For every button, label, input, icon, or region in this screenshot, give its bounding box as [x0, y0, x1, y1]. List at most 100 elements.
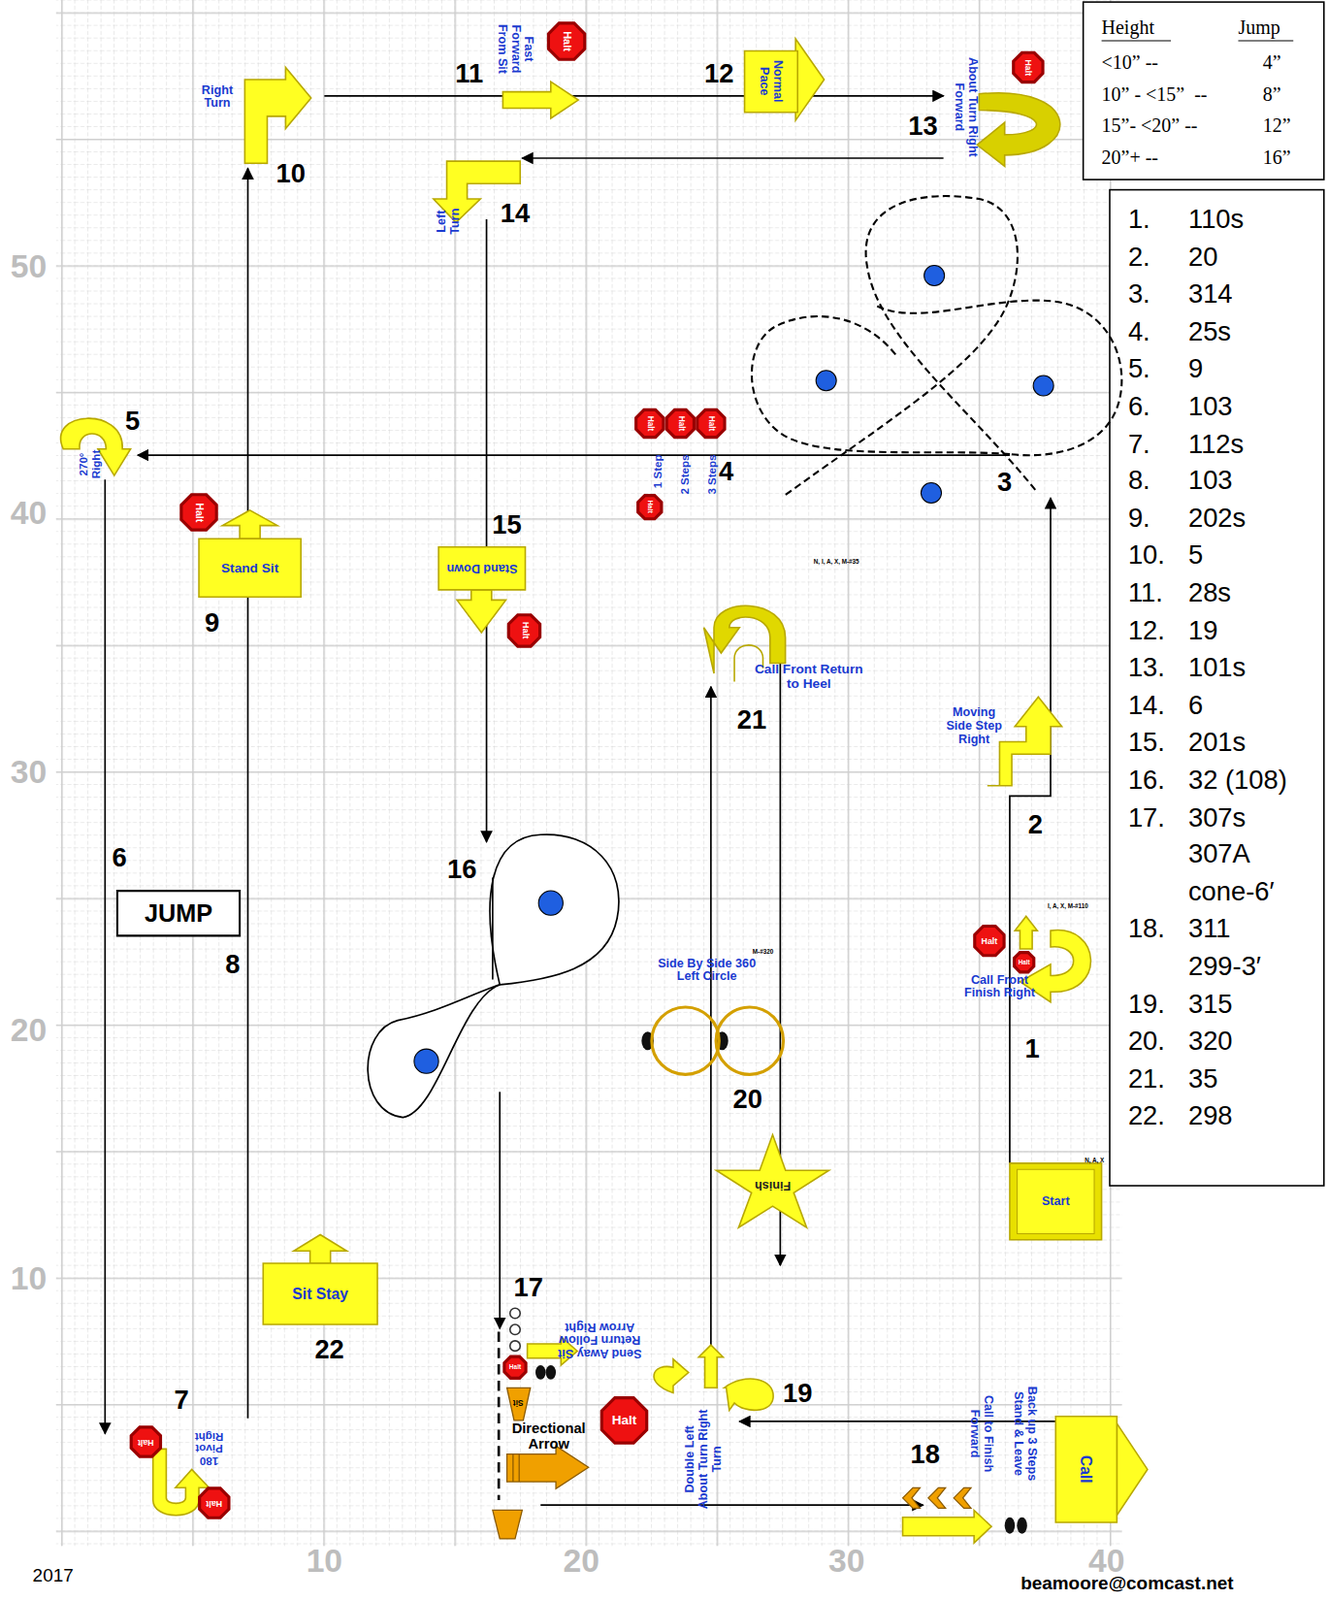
callout-number: 17 [513, 1272, 543, 1302]
table-cell: 9 [1188, 354, 1203, 384]
callout-number: 2 [1028, 809, 1043, 840]
callout-number: 5 [125, 406, 140, 436]
table-cell: 201s [1188, 727, 1246, 757]
sign-text: Halt [676, 416, 685, 432]
callout-number: 15 [491, 510, 521, 540]
sign-text: Halt [612, 1413, 638, 1427]
sign-code: N, I, A, X, M-#35 [813, 558, 860, 566]
sign-text: Call [1078, 1455, 1096, 1484]
sign-label: About Turn Right Forward [952, 50, 980, 165]
axis-label: beamoore@comcast.net [1020, 1573, 1233, 1594]
axis-label: 20 [563, 1543, 600, 1580]
sign-symbols [61, 38, 1092, 1543]
table-cell: 32 (108) [1188, 764, 1288, 794]
pace-arrow: Normal Pace [744, 51, 799, 113]
table-cell: 15. [1128, 727, 1166, 757]
table-cell: 8” [1263, 84, 1282, 106]
sign-label: Right Turn [192, 83, 244, 111]
table-cell: Jump [1237, 17, 1280, 39]
table-cell: 320 [1188, 1026, 1233, 1056]
halt-sign: Halt [637, 494, 662, 519]
halt-sign: Halt [180, 493, 218, 531]
callout-number: 20 [733, 1084, 763, 1114]
sign-box: Call [1055, 1416, 1117, 1523]
table-cell: 20 [1188, 242, 1218, 272]
figure-eight [367, 834, 619, 1117]
table-cell: 299-3′ [1188, 951, 1262, 981]
table-cell: 12. [1128, 615, 1166, 645]
table-cell: 16” [1263, 147, 1292, 169]
callout-number: 22 [314, 1334, 344, 1364]
sign-text: Halt [1023, 59, 1033, 76]
table-cell: 103 [1188, 391, 1233, 422]
table-cell: 3. [1128, 279, 1151, 309]
axis-label: 10 [10, 1260, 47, 1296]
sign-text: Stand Sit [221, 560, 279, 575]
sign-label: Sit [513, 1396, 524, 1406]
halt-sign: Halt [503, 1356, 526, 1379]
halt-sign: Halt [666, 409, 695, 438]
paw-icons [535, 1031, 1028, 1533]
sign-label: Fast Forward From Sit [494, 18, 536, 80]
sign-label: 270° Right [77, 443, 102, 485]
sign-label: Double Left About Turn Right Turn [683, 1407, 725, 1510]
table-cell: 14. [1128, 689, 1166, 719]
sign-text: JUMP [144, 900, 213, 926]
sign-text: Finish [754, 1178, 791, 1192]
halt-sign: Halt [198, 1487, 230, 1519]
callout-number: 18 [909, 1439, 940, 1469]
sign-text: Halt [519, 621, 530, 640]
table-cell: 18. [1128, 913, 1166, 943]
finish-star: Finish [713, 1133, 832, 1236]
table-cell: 103 [1188, 465, 1233, 495]
axis-label: 2017 [32, 1565, 74, 1587]
halt-sign: Halt [130, 1425, 162, 1458]
table-cell: 6 [1188, 689, 1203, 719]
circle-symbols [651, 1006, 784, 1074]
sign-code: N, A, X [1084, 1156, 1104, 1164]
start-sign: Start [1009, 1163, 1102, 1240]
table-cell: 315 [1188, 988, 1233, 1018]
table-cell: 19 [1188, 615, 1218, 645]
table-cell: 101s [1188, 652, 1246, 682]
sign-label: 3 Steps [706, 453, 719, 494]
sign-text: Start [1041, 1195, 1070, 1208]
table-cell: 311 [1188, 913, 1231, 943]
callout-number: 3 [997, 466, 1012, 496]
table-cell: 2. [1128, 242, 1151, 272]
sign-label: 2 Steps [678, 453, 691, 494]
table-cell: 314 [1188, 279, 1233, 309]
sign-text: Halt [509, 1363, 521, 1371]
table-cell: 20”+ -- [1101, 147, 1159, 169]
axis-label: 50 [10, 249, 47, 286]
sign-label: Call Front Return to Heel [747, 661, 871, 691]
table-cell: 20. [1128, 1026, 1166, 1056]
sign-label: 180 Pivot Right [189, 1429, 230, 1467]
sign-text: Stand Down [446, 561, 518, 575]
sign-code: I, A, X, M-#110 [1047, 902, 1089, 909]
table-cell: 21. [1128, 1063, 1166, 1093]
sign-text: Halt [205, 1497, 223, 1507]
axis-label: 30 [828, 1543, 865, 1580]
callout-number: 13 [907, 110, 938, 140]
table-cell: 28s [1188, 578, 1231, 608]
sign-label: 1 Step [651, 454, 665, 489]
sign-text: Halt [646, 500, 653, 514]
jump-table [1083, 1, 1325, 180]
jump-box: JUMP [117, 890, 240, 936]
callout-number: 16 [447, 854, 477, 884]
callout-number: 7 [174, 1385, 190, 1415]
table-cell: 307A [1188, 839, 1251, 869]
halt-sign: Halt [635, 409, 664, 438]
table-cell: 202s [1188, 503, 1246, 533]
callout-number: 21 [737, 704, 767, 734]
sign-label: Left Turn [435, 200, 463, 242]
sit-icons [510, 1307, 521, 1351]
grid [56, 0, 1123, 1546]
sign-text: Halt [560, 31, 572, 52]
table-cell: 15”- <20” -- [1101, 115, 1199, 137]
table-cell: 5. [1128, 354, 1151, 384]
sign-text: Halt [981, 936, 999, 945]
callout-number: 10 [275, 159, 305, 189]
